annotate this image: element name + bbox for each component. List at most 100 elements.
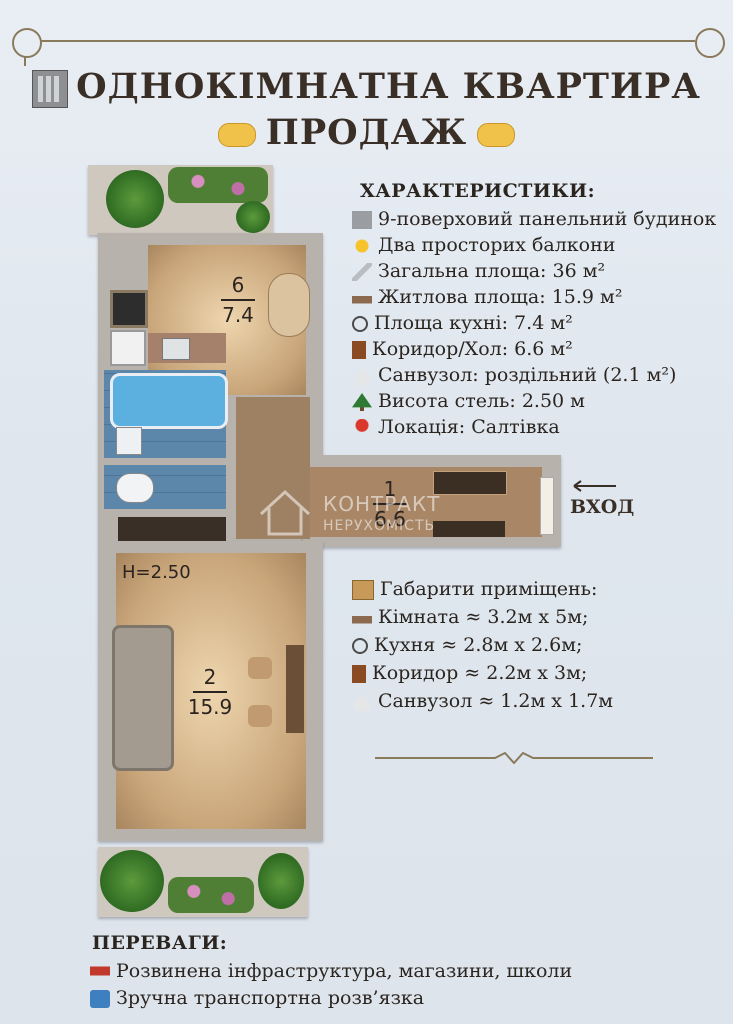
room-label: 2 15.9 (178, 665, 242, 719)
spec-row: Житлова площа: 15.9 м² (352, 284, 716, 310)
spec-row: Санвузол: роздільний (2.1 м²) (352, 362, 716, 388)
corridor-number: 1 (383, 477, 397, 501)
kitchen-area: 7.4 (222, 303, 254, 327)
handshake-icon (217, 122, 256, 147)
dimension-row: Санвузол ≈ 1.2м х 1.7м (352, 687, 613, 715)
fridge-icon (110, 330, 146, 366)
plant-icon (100, 850, 164, 912)
sink-icon (116, 427, 142, 455)
title-text: ОДНОКІМНАТНА КВАРТИРА (76, 66, 701, 107)
shoe-rack (433, 521, 505, 537)
specs-heading: ХАРАКТЕРИСТИКИ: (360, 180, 596, 202)
ornament-divider (375, 752, 653, 764)
advantage-row: Зручна транспортна розв’язка (90, 985, 572, 1012)
frame-left-line (24, 56, 28, 66)
building-icon (32, 69, 69, 108)
dimensions-heading: Габарити приміщень: (380, 578, 598, 600)
advantages-section: ПЕРЕВАГИ: Розвинена інфраструктура, мага… (90, 932, 572, 1012)
advantage-text: Розвинена інфраструктура, магазини, школ… (116, 960, 573, 982)
subtitle-text: ПРОДАЖ (265, 112, 468, 153)
room-area: 15.9 (187, 695, 233, 719)
spec-row: Загальна площа: 36 м² (352, 258, 716, 284)
kitchen-label: 6 7.4 (206, 273, 270, 327)
ceiling-height-label: H=2.50 (122, 562, 191, 583)
dimensions-section: Габарити приміщень: Кімната ≈ 3.2м х 5м;… (352, 575, 613, 715)
plant-icon (106, 170, 164, 228)
spec-row: Коридор/Хол: 6.6 м² (352, 336, 716, 362)
advantages-heading: ПЕРЕВАГИ: (92, 932, 228, 954)
toilet-icon (116, 473, 154, 503)
toilet-icon (352, 367, 372, 385)
flower-box (168, 877, 254, 913)
toilet-icon (352, 693, 372, 711)
kitchen-number: 6 (231, 273, 245, 297)
dimension-text: Кухня ≈ 2.8м х 2.6м; (374, 634, 583, 656)
entrance-label: ВХОД (570, 496, 635, 518)
dimension-text: Коридор ≈ 2.2м х 3м; (372, 662, 588, 684)
handshake-icon (477, 122, 516, 147)
spec-row: Висота стель: 2.50 м (352, 388, 716, 414)
dimension-text: Кімната ≈ 3.2м х 5м; (378, 606, 589, 628)
floor-plan: 6 7.4 1 6.6 2 15.9 (88, 165, 563, 920)
dimension-row: Кімната ≈ 3.2м х 5м; (352, 603, 613, 631)
plant-icon (258, 853, 304, 909)
spec-text: Санвузол: роздільний (2.1 м²) (378, 364, 677, 386)
bathtub-icon (110, 373, 228, 429)
door-icon (352, 665, 366, 683)
specs-section: ХАРАКТЕРИСТИКИ: 9-поверховий панельний б… (352, 180, 716, 440)
page-subtitle: ПРОДАЖ (0, 112, 733, 153)
tree-icon (352, 393, 372, 411)
frame-corner-right (695, 28, 725, 58)
chair (248, 705, 272, 727)
page-title: ОДНОКІМНАТНА КВАРТИРА (0, 66, 733, 108)
storage-niche (118, 517, 226, 541)
spec-text: Коридор/Хол: 6.6 м² (372, 338, 573, 360)
chair (248, 657, 272, 679)
advantage-text: Зручна транспортна розв’язка (116, 987, 425, 1009)
corridor-area: 6.6 (374, 507, 406, 531)
desk (286, 645, 304, 733)
door-icon (352, 341, 366, 359)
spec-text: Висота стель: 2.50 м (378, 390, 585, 412)
magnifier-icon (352, 316, 368, 332)
magnifier-icon (352, 638, 368, 654)
sink-icon (162, 338, 190, 360)
room-number: 2 (203, 665, 217, 689)
watermark-logo: КОНТРАКТ НЕРУХОМІСТЬ (255, 486, 465, 542)
spec-text: Площа кухні: 7.4 м² (374, 312, 573, 334)
pin-icon (352, 419, 372, 437)
arrow-left-icon (573, 480, 616, 492)
plant-icon (236, 201, 270, 233)
watermark-line2: НЕРУХОМІСТЬ (323, 518, 436, 534)
entrance-door (540, 477, 554, 535)
dimensions-heading-row: Габарити приміщень: (352, 575, 613, 603)
watermark-line1: КОНТРАКТ (323, 492, 441, 516)
wardrobe (433, 471, 507, 495)
flower-box (168, 167, 268, 203)
spec-row: Два просторих балкони (352, 232, 716, 258)
building-icon (352, 211, 372, 229)
sun-icon (352, 237, 372, 255)
cart-icon (90, 963, 110, 981)
bed-icon (352, 289, 372, 307)
ruler-icon (352, 263, 372, 281)
house-icon (259, 489, 311, 536)
bus-icon (90, 990, 110, 1008)
dimension-row: Кухня ≈ 2.8м х 2.6м; (352, 631, 613, 659)
dining-table (268, 273, 310, 337)
sofa (112, 625, 174, 771)
frame-top-line (40, 40, 695, 42)
box-icon (352, 580, 374, 600)
corridor-floor (236, 397, 310, 539)
spec-text: Загальна площа: 36 м² (378, 260, 606, 282)
spec-text: Два просторих балкони (378, 234, 616, 256)
spec-text: Житлова площа: 15.9 м² (378, 286, 623, 308)
frame-corner-left (12, 28, 42, 58)
spec-row: Площа кухні: 7.4 м² (352, 310, 716, 336)
dimension-text: Санвузол ≈ 1.2м х 1.7м (378, 690, 614, 712)
spec-text: 9-поверховий панельний будинок (378, 208, 717, 230)
corridor-label: 1 6.6 (358, 477, 422, 531)
spec-text: Локація: Салтівка (378, 416, 560, 438)
spec-row: 9-поверховий панельний будинок (352, 206, 716, 232)
spec-row: Локація: Салтівка (352, 414, 716, 440)
